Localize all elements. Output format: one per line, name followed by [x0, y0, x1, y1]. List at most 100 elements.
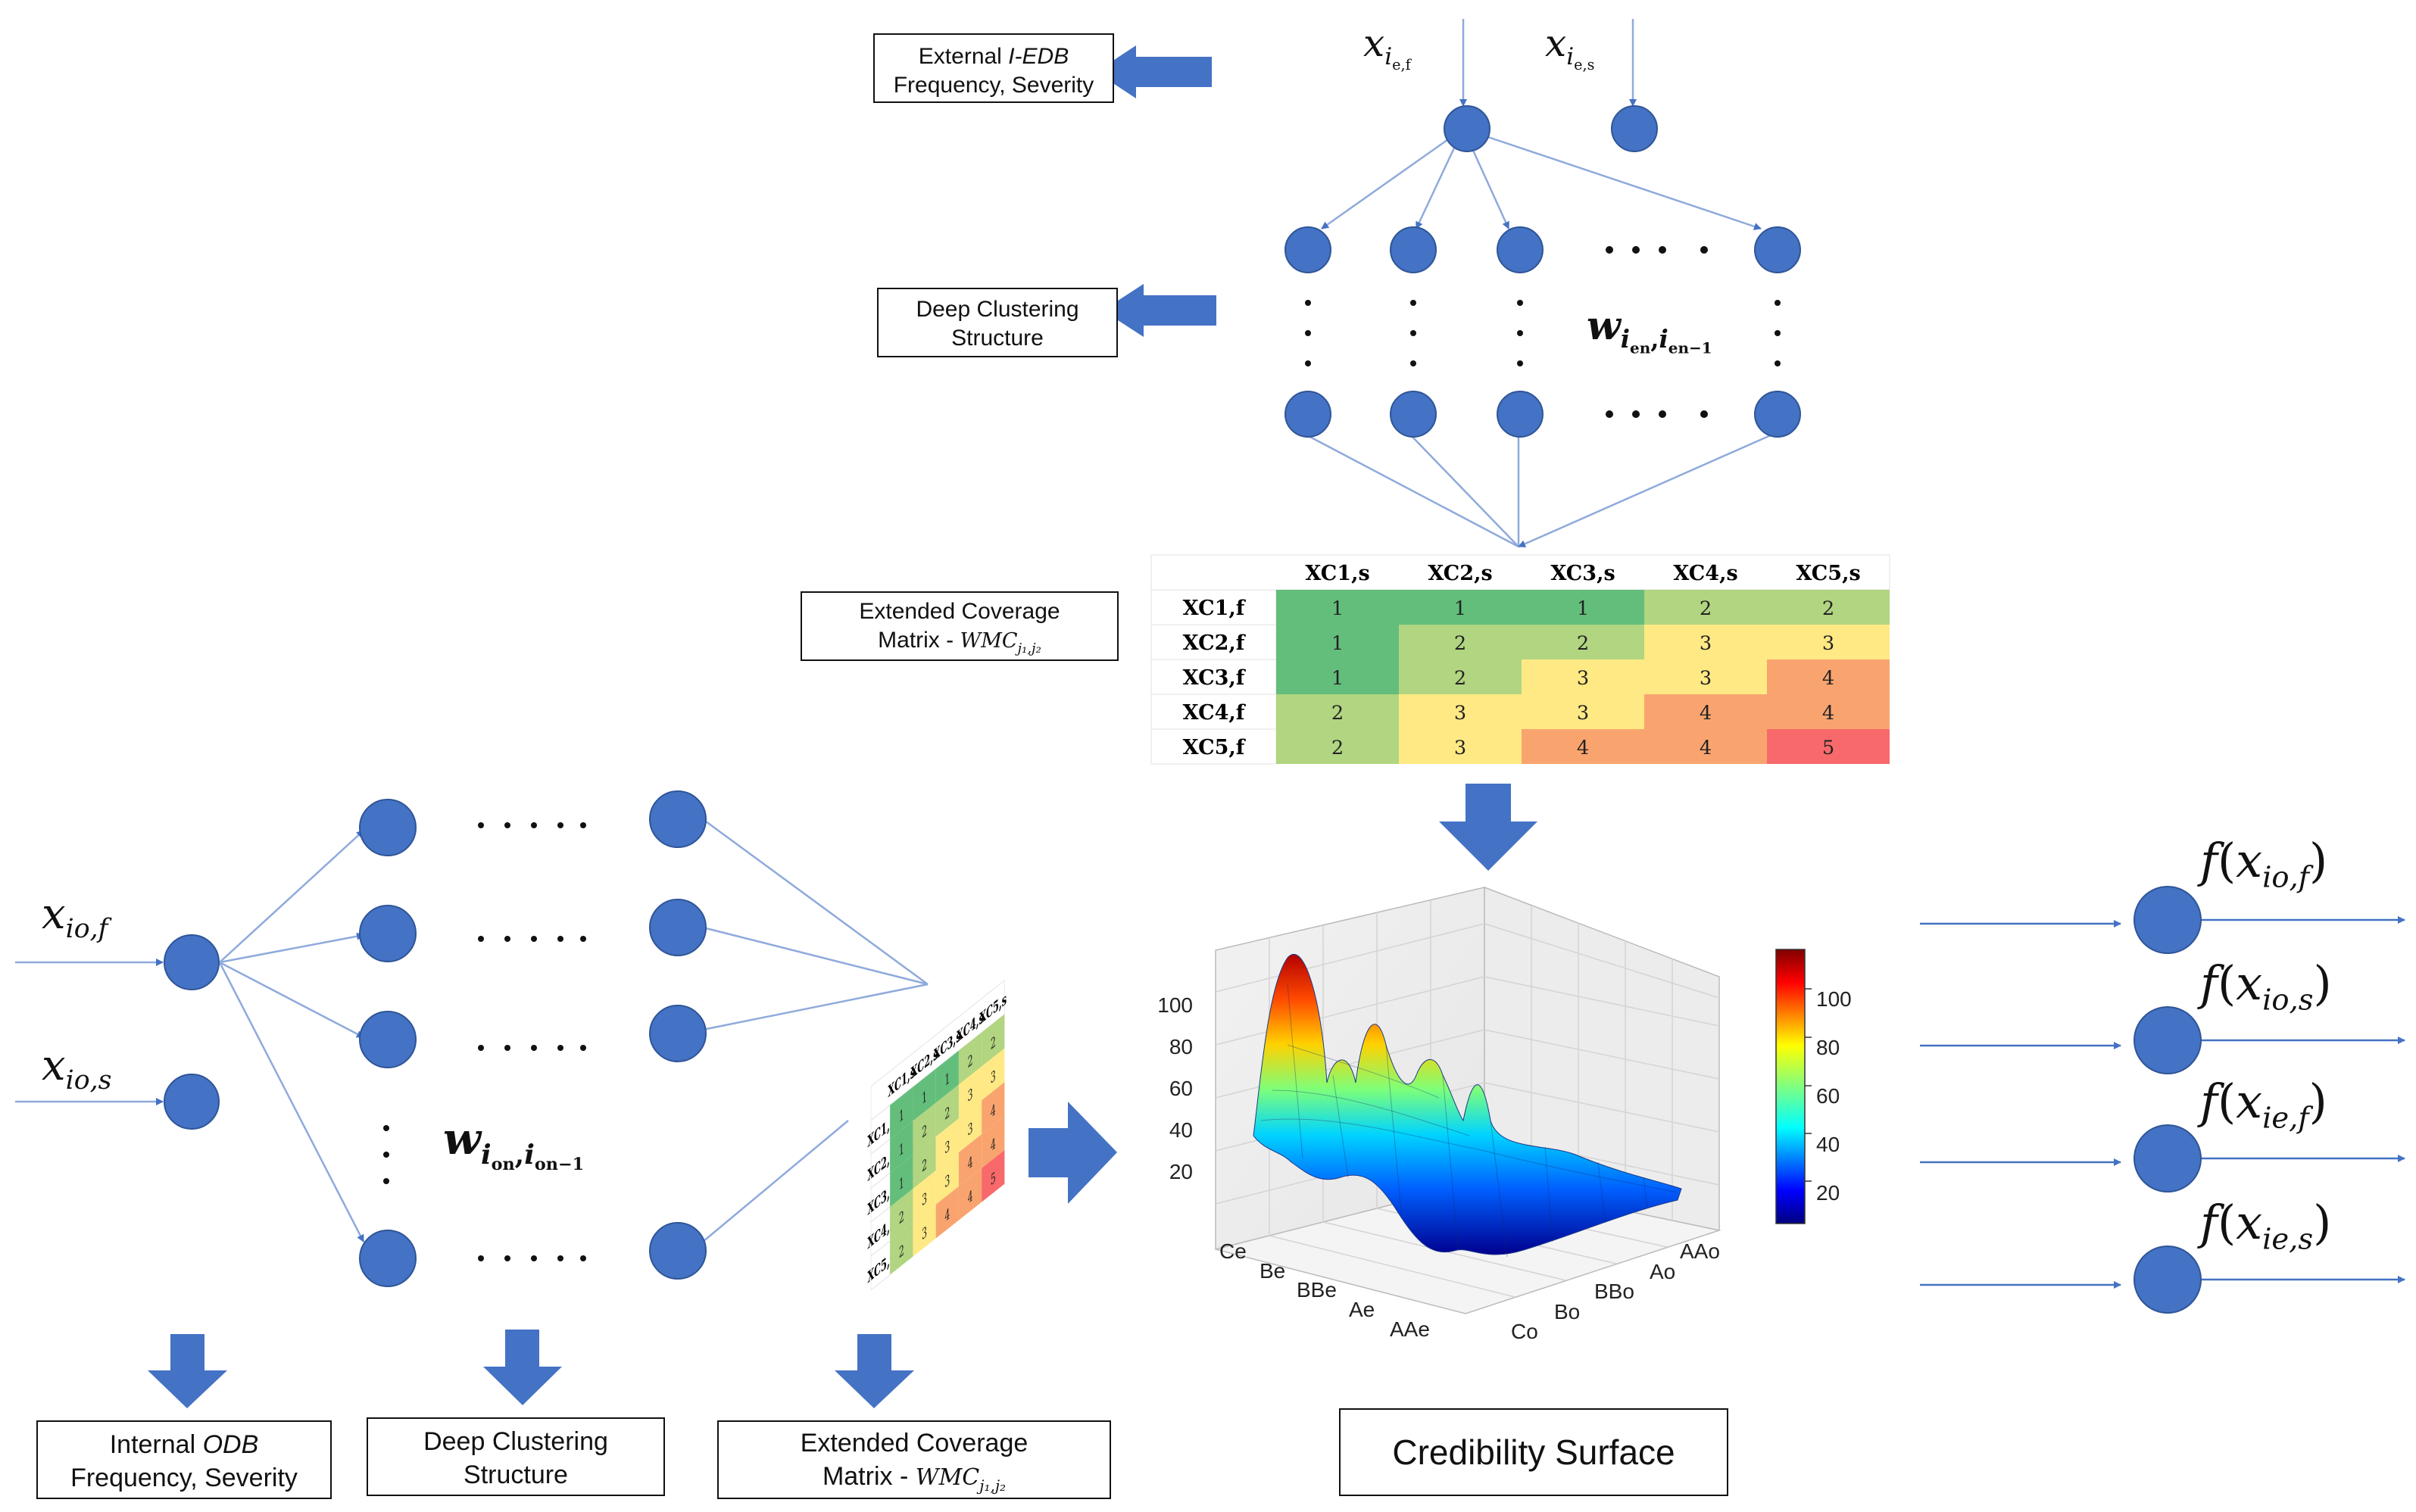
matrix-cell-value: 1 [1331, 667, 1344, 690]
top-input-label-s: xie,s [1545, 21, 1595, 74]
matrix-cell-value-perspective: 3 [991, 1067, 996, 1087]
left-vertical-dots [383, 1125, 389, 1184]
left-hidden-node [649, 899, 707, 956]
block-arrow-down-deep [483, 1330, 562, 1405]
matrix-cell-perspective [913, 1068, 936, 1121]
x-tick: BBe [1297, 1278, 1337, 1302]
matrix-cell-value: 5 [1822, 737, 1834, 759]
matrix-cell-perspective [890, 1086, 913, 1139]
matrix-cell-perspective [913, 1102, 936, 1155]
output-node [2134, 886, 2202, 954]
matrix-cell-value-perspective: 3 [968, 1085, 973, 1105]
matrix-cell-value-perspective: 3 [968, 1119, 973, 1139]
matrix-cell-value: 3 [1454, 737, 1466, 759]
matrix-cell-value-perspective: 2 [968, 1051, 973, 1071]
matrix-cell-value-perspective: 4 [991, 1134, 996, 1155]
matrix-cell-perspective [913, 1171, 936, 1223]
matrix-cell-value: 2 [1454, 667, 1466, 690]
top-weight-label: wien,ien−1 [1587, 303, 1712, 357]
colorbar-tick: 60 [1816, 1084, 1840, 1108]
matrix-cell [1522, 590, 1644, 625]
z-tick: 20 [1169, 1160, 1193, 1183]
top-hidden-node [1497, 226, 1544, 273]
matrix-cell-value-perspective: 2 [944, 1103, 950, 1124]
matrix-cell-value: 2 [1331, 737, 1344, 759]
matrix-cell-value-perspective: 1 [944, 1069, 950, 1090]
matrix-cell-value-perspective: 4 [944, 1205, 950, 1225]
matrix-cell [1767, 590, 1890, 625]
output-node [2134, 1245, 2202, 1314]
matrix-cell-perspective [890, 1155, 913, 1208]
matrix-cell-value: 1 [1331, 632, 1344, 655]
matrix-cell [1767, 694, 1890, 729]
colorbar-tick: 100 [1816, 987, 1852, 1011]
matrix-cell-value: 1 [1454, 597, 1466, 620]
matrix-cell-perspective [935, 1118, 959, 1171]
output-node [2134, 1124, 2202, 1192]
matrix-cell-value-perspective: 3 [944, 1171, 950, 1191]
top-hidden-node [1284, 226, 1331, 273]
matrix-cell [1522, 659, 1644, 694]
left-hidden-node [359, 1011, 417, 1068]
block-arrow-right-surface [1029, 1102, 1117, 1204]
matrix-cell [1276, 694, 1399, 729]
matrix-cell-perspective [913, 1204, 936, 1257]
matrix-cell [1276, 659, 1399, 694]
matrix-cell [1399, 694, 1522, 729]
z-tick: 100 [1157, 993, 1193, 1017]
matrix-cell-value: 2 [1454, 632, 1466, 655]
matrix-cell-perspective [958, 1134, 982, 1186]
matrix-cell-perspective [982, 1082, 1005, 1135]
colorbar-ticks: 100 80 60 40 20 [1816, 975, 1852, 1217]
matrix-cell-perspective [890, 1222, 913, 1275]
matrix-cell-value-perspective: 3 [922, 1223, 927, 1243]
left-hidden-node [649, 1005, 707, 1062]
ecm-top-label: Extended Coverage Matrix - WMCj₁,j₂ [801, 591, 1119, 661]
colorbar-tick: 40 [1816, 1133, 1840, 1156]
matrix-cell-value: 4 [1700, 737, 1712, 759]
x-tick: Ce [1219, 1239, 1247, 1263]
colorbar-tick: 80 [1816, 1036, 1840, 1059]
external-edb-label: External I-EDB Frequency, Severity [873, 33, 1114, 103]
matrix-cell-perspective [982, 1149, 1005, 1202]
output-label: f(xie,f) [2200, 1074, 2327, 1136]
matrix-row-header: XC5,f [1183, 736, 1247, 759]
x-tick: Be [1260, 1259, 1286, 1283]
matrix-cell-value-perspective: 5 [991, 1168, 996, 1189]
block-arrow-left-external [1096, 45, 1212, 98]
left-input-node [164, 1074, 220, 1130]
matrix-cell-value-perspective: 2 [899, 1207, 904, 1227]
matrix-cell-value-perspective: 2 [899, 1241, 904, 1261]
x-tick: Ae [1349, 1298, 1375, 1321]
matrix-cell-perspective [935, 1186, 959, 1239]
matrix-cell-value-perspective: 1 [899, 1105, 904, 1126]
matrix-cell-perspective [958, 1032, 982, 1085]
matrix-row-header: XC1,f [1183, 597, 1247, 620]
matrix-cell-value: 3 [1454, 702, 1466, 725]
matrix-cell-value-perspective: 4 [968, 1152, 973, 1173]
matrix-cell-perspective [913, 1136, 936, 1189]
matrix-cell-value: 2 [1577, 632, 1589, 655]
output-label: f(xie,s) [2200, 1195, 2332, 1257]
matrix-cell-value-perspective: 1 [899, 1139, 904, 1160]
left-input-label-f: xio,f [42, 890, 108, 945]
z-tick: 60 [1169, 1077, 1193, 1100]
top-input-node [1444, 105, 1490, 152]
deep-clustering-top-label: Deep Clustering Structure [877, 288, 1118, 357]
matrix-cell-value: 2 [1700, 597, 1712, 620]
ecm-bottom-label: Extended Coverage Matrix - WMCj₁,j₂ [717, 1420, 1111, 1499]
left-weight-label: wion,ion−1 [443, 1113, 585, 1174]
matrix-cell [1522, 694, 1644, 729]
surface-mesh [1253, 953, 1682, 1255]
matrix-cell-value: 1 [1577, 597, 1589, 620]
matrix-cell-value: 3 [1577, 702, 1589, 725]
output-label: f(xio,s) [2200, 956, 2332, 1018]
matrix-cell-value: 3 [1577, 667, 1589, 690]
matrix-cell [1276, 729, 1399, 764]
left-network [15, 790, 929, 1287]
matrix-cell-value-perspective: 1 [899, 1174, 904, 1194]
matrix-cell [1276, 625, 1399, 659]
left-hidden-node [649, 1222, 707, 1280]
